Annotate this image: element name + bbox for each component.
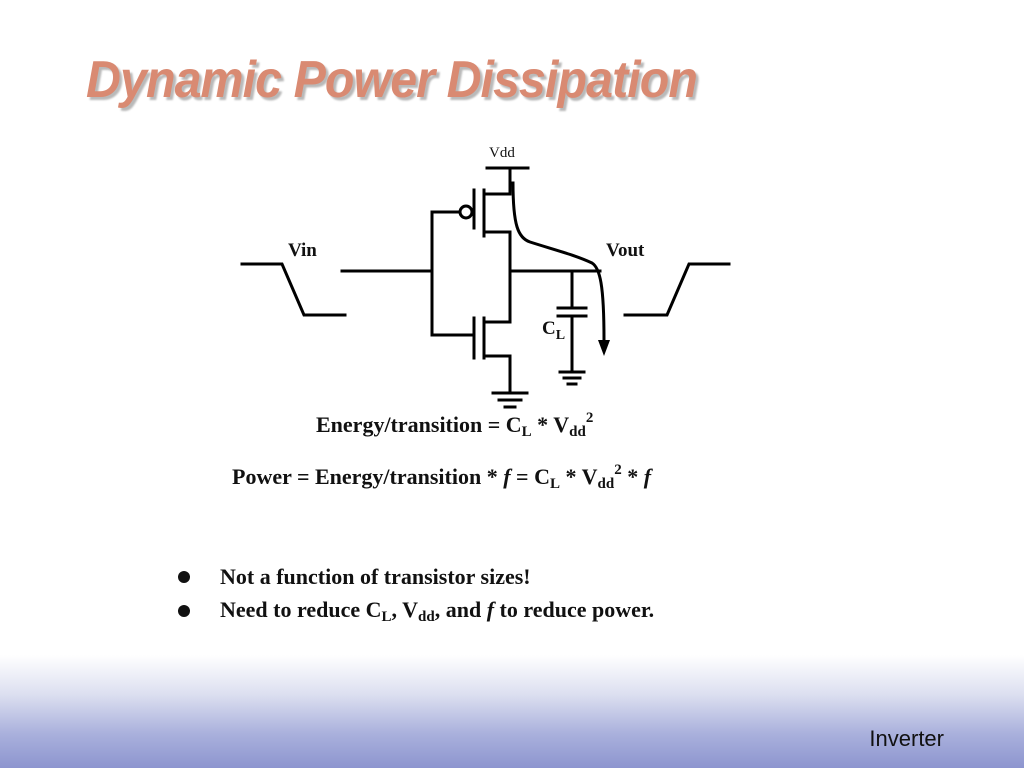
- bullet-item-2: Need to reduce CL, Vdd, and f to reduce …: [178, 594, 654, 628]
- capacitor-label-main: C: [542, 318, 556, 339]
- power-sub-dd: dd: [597, 476, 615, 492]
- bullet-item-1: Not a function of transistor sizes!: [178, 560, 654, 594]
- power-mid1: = C: [510, 464, 550, 489]
- energy-sup-2: 2: [585, 410, 594, 426]
- bullet-text-1: Not a function of transistor sizes!: [220, 564, 531, 589]
- power-mid3: *: [621, 464, 644, 489]
- capacitor-label: CL: [542, 318, 565, 344]
- energy-sub-dd: dd: [569, 424, 586, 440]
- bullet-list: Not a function of transistor sizes! Need…: [178, 560, 654, 628]
- pmos-transistor: [472, 166, 512, 238]
- power-f1: f: [503, 464, 511, 489]
- vin-label: Vin: [288, 240, 317, 261]
- capacitor-ground: [558, 370, 586, 386]
- bullet-dot-icon: [178, 571, 190, 583]
- energy-mid: * V: [531, 412, 570, 437]
- b2-sub-dd: dd: [418, 608, 435, 625]
- power-formula: Power = Energy/transition * f = CL * Vdd…: [232, 462, 651, 493]
- b2-part-c: , and: [434, 596, 487, 622]
- footer-gradient-band: [0, 655, 1024, 768]
- vdd-label: Vdd: [489, 145, 515, 161]
- nmos-transistor: [472, 316, 512, 395]
- energy-sub-l: L: [521, 424, 532, 440]
- b2-part-b: , V: [391, 596, 419, 622]
- bullet-dot-icon: [178, 605, 190, 617]
- output-waveform: [623, 262, 731, 317]
- power-prefix: Power = Energy/transition *: [232, 464, 504, 489]
- b2-part-d: to reduce power.: [494, 596, 655, 622]
- slide-title: Dynamic Power Dissipation: [86, 51, 698, 109]
- vout-label: Vout: [606, 240, 645, 261]
- b2-part-a: Need to reduce C: [220, 596, 382, 622]
- footer-section-label: Inverter: [869, 726, 944, 751]
- current-arrowhead: [598, 340, 610, 356]
- b2-sub-l: L: [381, 608, 392, 625]
- input-waveform: [240, 262, 347, 317]
- load-capacitor: [556, 269, 588, 374]
- capacitor-label-sub: L: [555, 327, 566, 343]
- power-mid2: * V: [560, 464, 598, 489]
- nmos-ground: [491, 391, 529, 409]
- b2-f: f: [486, 596, 495, 622]
- power-sub-l: L: [549, 476, 560, 492]
- power-f2: f: [643, 464, 652, 489]
- pmos-gate-bubble: [458, 204, 474, 220]
- inverter-circuit-diagram: [240, 166, 731, 409]
- current-path: [511, 181, 606, 342]
- energy-prefix: Energy/transition = C: [316, 412, 522, 437]
- energy-formula: Energy/transition = CL * Vdd2: [316, 410, 593, 441]
- power-sup-2: 2: [614, 462, 622, 478]
- bullet-text-2: Need to reduce CL, Vdd, and f to reduce …: [220, 597, 654, 626]
